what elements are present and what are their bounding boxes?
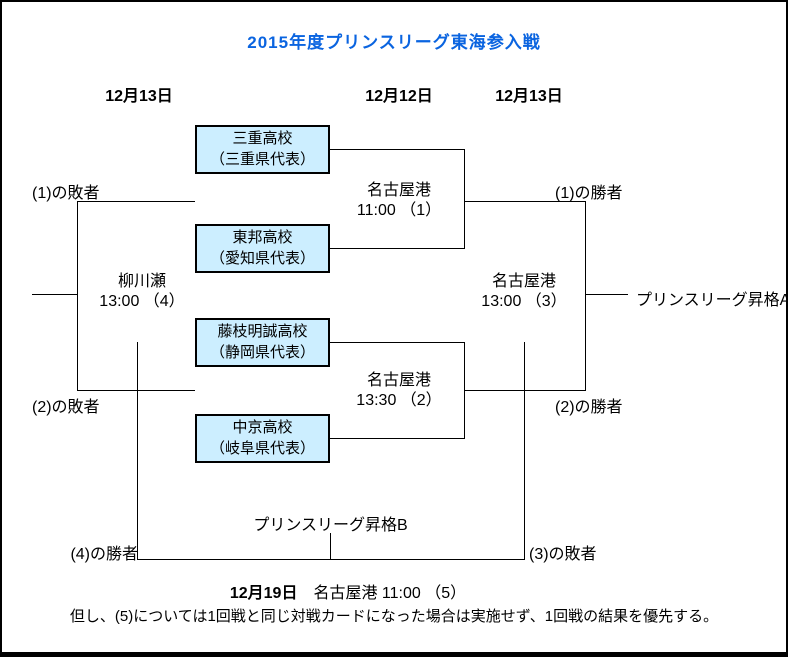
line-final-vertical — [585, 201, 586, 391]
team-name: 三重高校 — [232, 130, 293, 148]
line-m2-bottom — [330, 438, 464, 439]
label-promotion-b: プリンスリーグ昇格B — [253, 517, 408, 534]
match-4-venue: 柳川瀬 — [117, 273, 166, 290]
label-winner-1: (1)の勝者 — [555, 185, 623, 202]
team-prefecture: （静岡県代表） — [209, 343, 315, 361]
label-loser-1: (1)の敗者 — [32, 185, 100, 202]
team-box-fujieda-meisei: 藤枝明誠高校 （静岡県代表） — [195, 318, 330, 367]
team-prefecture: （岐阜県代表） — [209, 439, 315, 457]
match-5-detail: 名古屋港 11:00 （5） — [313, 585, 467, 602]
match-2-venue: 名古屋港 — [366, 372, 431, 389]
team-prefecture: （愛知県代表） — [209, 249, 315, 267]
label-promotion-a: プリンスリーグ昇格A — [636, 292, 788, 309]
match-1-venue: 名古屋港 — [366, 182, 431, 199]
match-3-time: 13:00 （3） — [481, 293, 567, 310]
line-m4-winner-out — [32, 294, 77, 295]
line-m5-winner-stub — [330, 533, 331, 559]
match-2-label: 名古屋港 13:30 （2） — [329, 371, 469, 411]
line-m2-top — [330, 342, 464, 343]
team-box-mie: 三重高校 （三重県代表） — [195, 125, 330, 174]
team-box-toho: 東邦高校 （愛知県代表） — [195, 224, 330, 273]
match-3-venue: 名古屋港 — [491, 273, 556, 290]
line-m4-top-entry — [77, 201, 195, 202]
label-winner-2: (2)の勝者 — [555, 399, 623, 416]
team-name: 藤枝明誠高校 — [217, 323, 308, 341]
round-date-center: 12月12日 — [365, 88, 433, 105]
match-4-time: 13:00 （4） — [99, 293, 185, 310]
match-5-date: 12月19日 — [229, 585, 298, 602]
team-name: 中京高校 — [232, 419, 293, 437]
line-m5-horizontal — [137, 559, 525, 560]
match-2-time: 13:30 （2） — [356, 392, 442, 409]
label-loser-2: (2)の敗者 — [32, 399, 100, 416]
line-m1-top — [330, 149, 464, 150]
line-winner4-drop — [137, 342, 138, 560]
line-m1-vertical — [464, 149, 465, 249]
team-prefecture: （三重県代表） — [209, 150, 315, 168]
line-m1-winner-out — [464, 201, 585, 202]
team-name: 東邦高校 — [232, 229, 293, 247]
match-1-time: 11:00 （1） — [356, 202, 442, 219]
line-loser3-drop — [524, 342, 525, 560]
round-date-right: 12月13日 — [495, 88, 563, 105]
match-4-label: 柳川瀬 13:00 （4） — [72, 272, 212, 312]
match-3-label: 名古屋港 13:00 （3） — [454, 272, 594, 312]
line-m4-vertical — [77, 201, 78, 391]
team-box-chukyo: 中京高校 （岐阜県代表） — [195, 414, 330, 463]
round-date-left: 12月13日 — [105, 88, 173, 105]
line-final-winner-out — [585, 294, 628, 295]
page-title: 2015年度プリンスリーグ東海参入戦 — [247, 33, 541, 52]
label-loser-3: (3)の敗者 — [529, 546, 597, 563]
match-5-label: 12月19日名古屋港 11:00 （5） — [48, 579, 648, 603]
line-m1-bottom — [330, 248, 464, 249]
note-text: 但し、(5)については1回戦と同じ対戦カードになった場合は実施せず、1回戦の結果… — [69, 608, 719, 625]
line-m4-bottom-entry — [77, 390, 195, 391]
match-1-label: 名古屋港 11:00 （1） — [329, 181, 469, 221]
label-winner-4: (4)の勝者 — [70, 546, 138, 563]
